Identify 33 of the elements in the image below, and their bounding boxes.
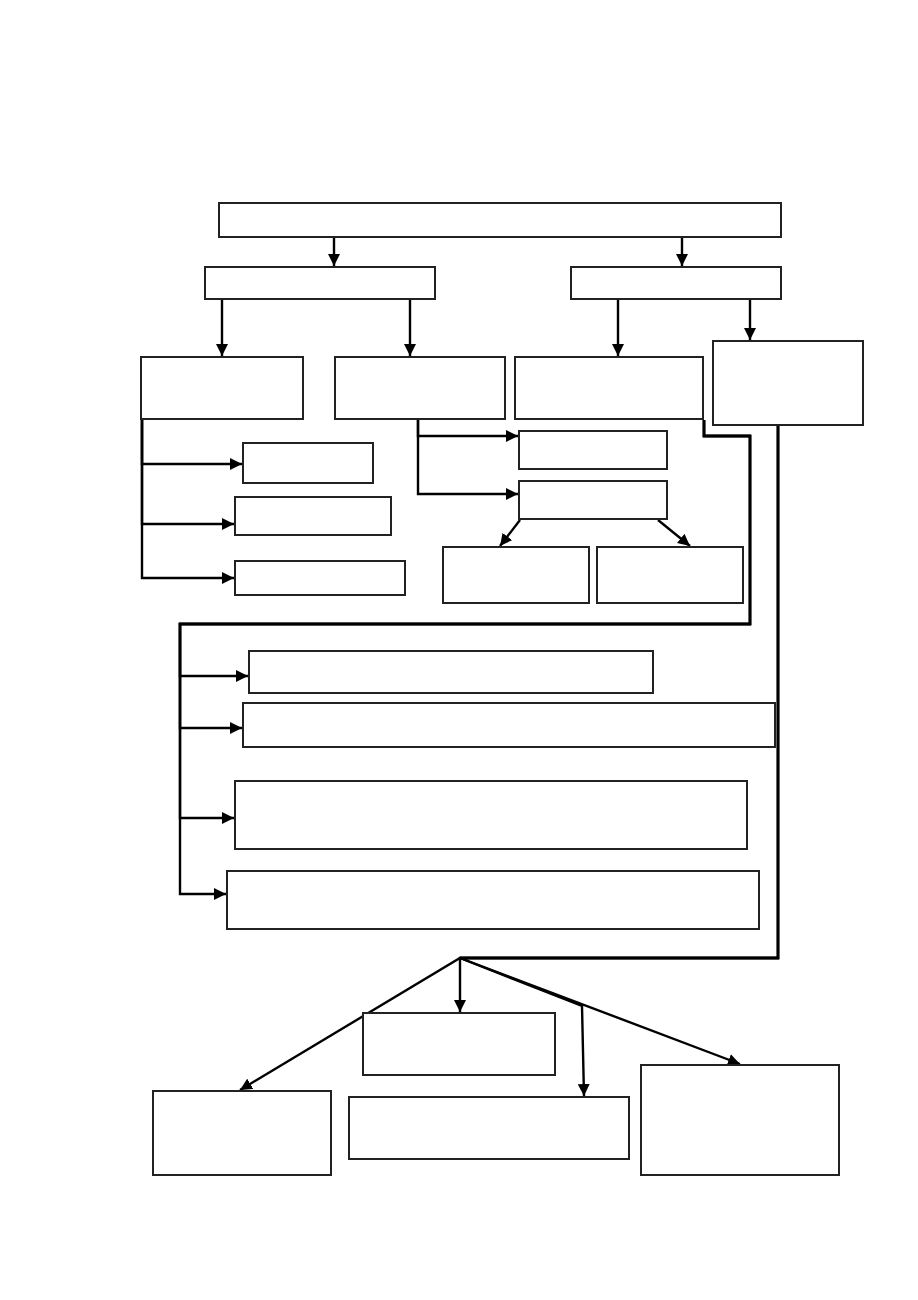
arrow bbox=[612, 300, 624, 356]
empty-box bbox=[248, 650, 654, 694]
empty-box bbox=[640, 1064, 840, 1176]
empty-box bbox=[218, 202, 782, 238]
empty-box bbox=[334, 356, 506, 420]
arrow bbox=[216, 300, 228, 356]
empty-box bbox=[570, 266, 782, 300]
empty-box bbox=[204, 266, 436, 300]
empty-box bbox=[518, 430, 668, 470]
empty-box bbox=[348, 1096, 630, 1160]
empty-box bbox=[226, 870, 760, 930]
arrow bbox=[657, 519, 691, 547]
arrow bbox=[416, 420, 518, 500]
empty-box bbox=[140, 356, 304, 420]
empty-box bbox=[442, 546, 590, 604]
empty-box bbox=[712, 340, 864, 426]
empty-box bbox=[518, 480, 668, 520]
empty-box bbox=[234, 780, 748, 850]
arrow bbox=[676, 238, 688, 266]
arrow bbox=[744, 300, 756, 340]
arrow bbox=[404, 300, 416, 356]
empty-box bbox=[234, 496, 392, 536]
empty-box bbox=[152, 1090, 332, 1176]
empty-box bbox=[234, 560, 406, 596]
arrow bbox=[178, 420, 752, 900]
empty-box bbox=[242, 702, 776, 748]
arrow bbox=[328, 238, 340, 266]
empty-box bbox=[362, 1012, 556, 1076]
empty-box bbox=[514, 356, 704, 420]
empty-box bbox=[596, 546, 744, 604]
arrow bbox=[140, 420, 234, 584]
arrow bbox=[499, 519, 521, 547]
empty-box bbox=[242, 442, 374, 484]
